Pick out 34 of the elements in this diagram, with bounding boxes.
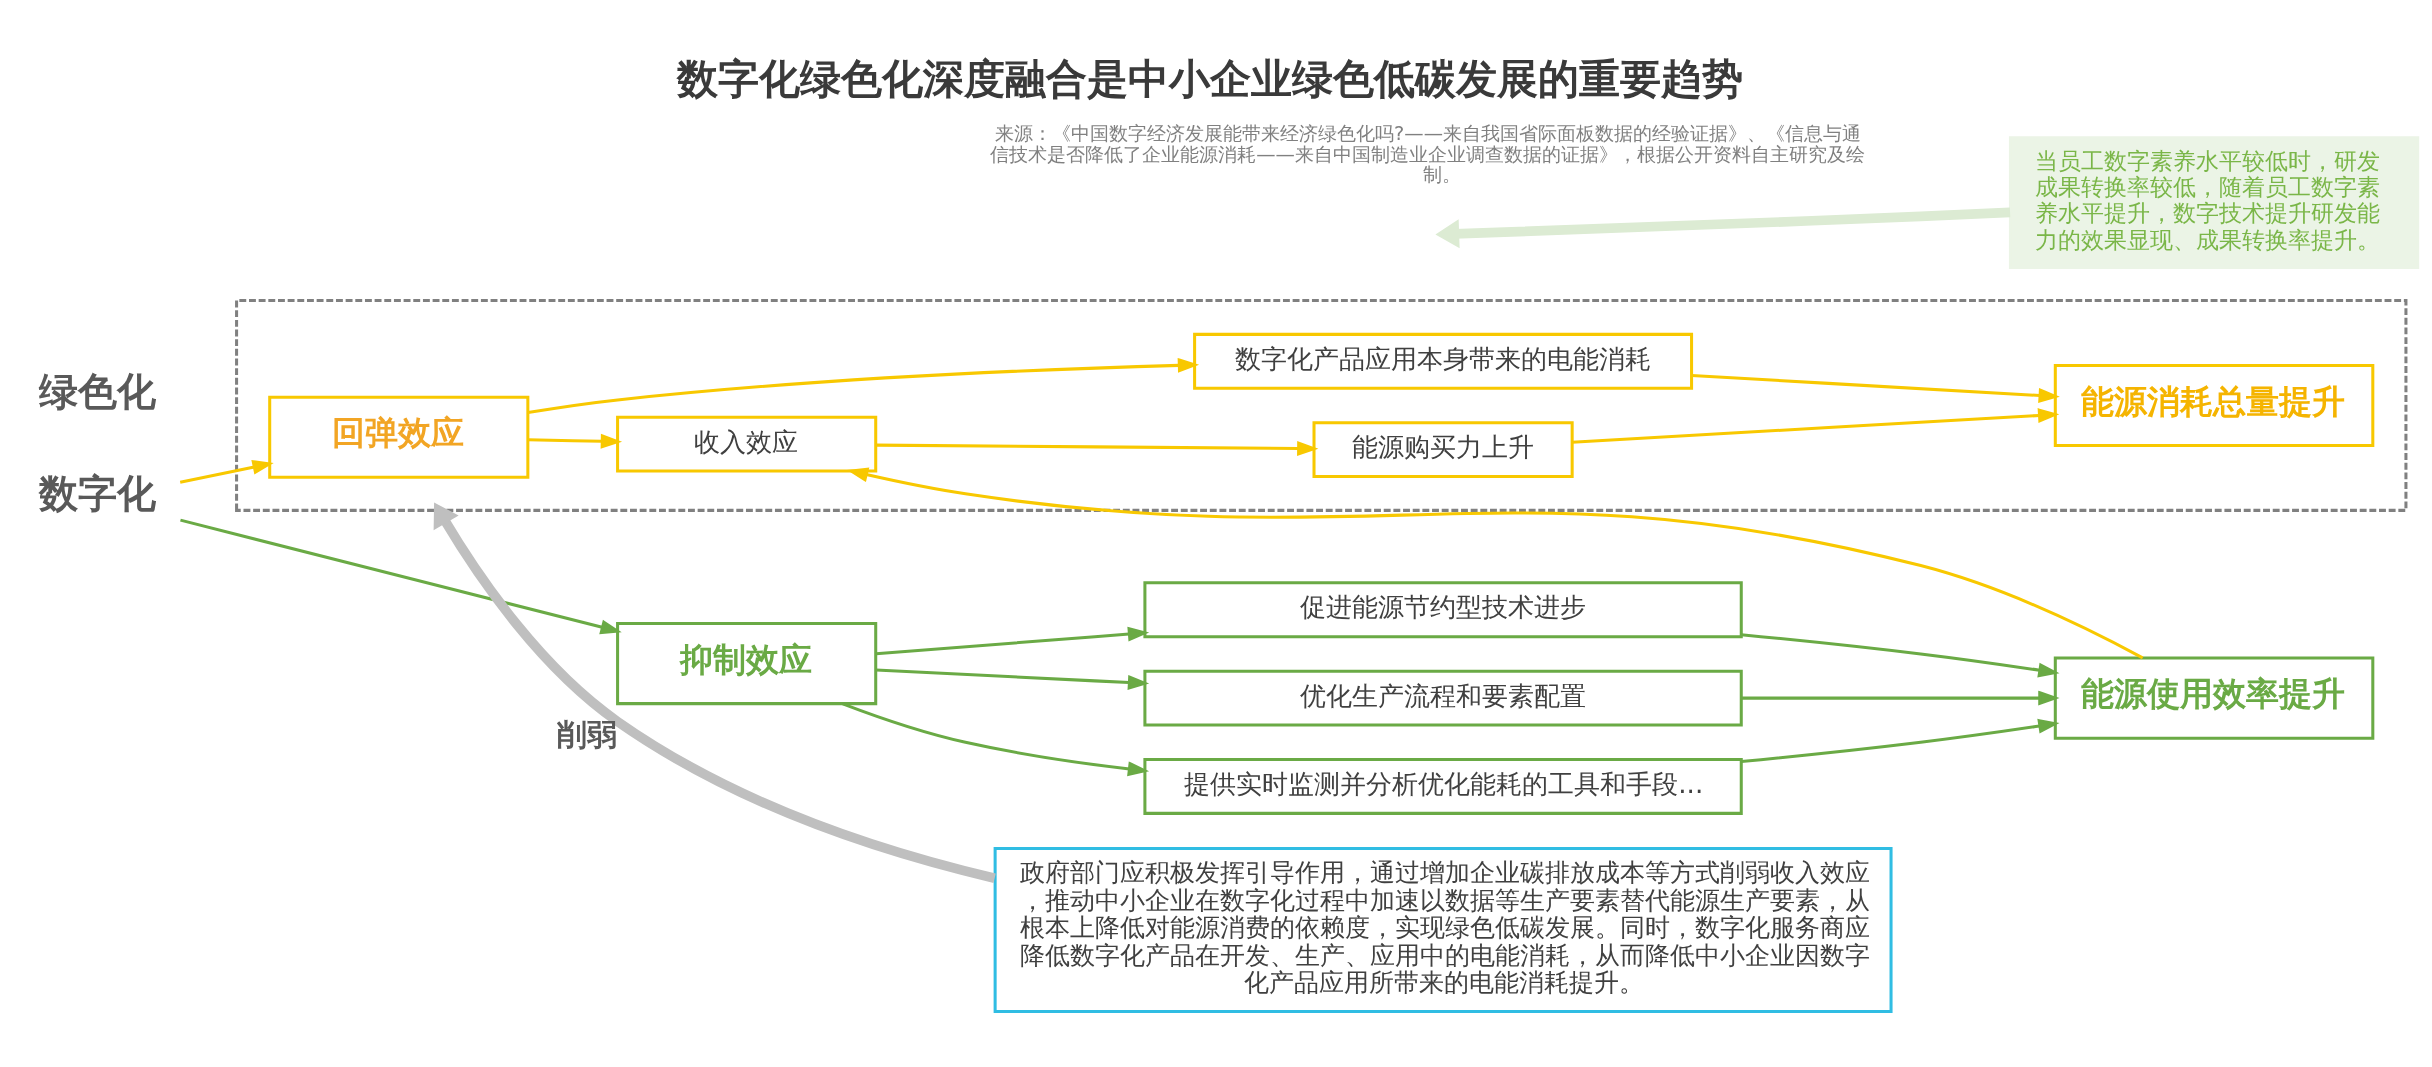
arrow	[1741, 718, 2060, 764]
diagram-title: 数字化绿色化深度融合是中小企业绿色低碳发展的重要趋势	[676, 54, 1743, 103]
arrow	[527, 357, 1200, 415]
node-box: 优化生产流程和要素配置	[1143, 669, 1743, 727]
arrow	[876, 441, 1319, 456]
node-box: 能源购买力上升	[1312, 421, 1574, 479]
arrow	[1572, 408, 2060, 444]
node-box: 促进能源节约型技术进步	[1143, 581, 1743, 639]
arrow	[876, 668, 1150, 690]
arrow	[846, 467, 2144, 660]
arrow	[433, 502, 996, 883]
edge-label: 削弱	[556, 716, 617, 752]
caption: 来源：《中国数字经济发展能带来经济绿色化吗?——来自我国省际面板数据的经验证据》、《信息与通信技术是否降低了企业能源消耗——来自中国制造业企业调查数据的证据》，根据公开资料自主研究及绘制。	[990, 122, 1865, 187]
arrow	[1741, 690, 2060, 706]
node-box: 收入效应	[616, 415, 878, 473]
arrow	[179, 459, 274, 484]
arrow	[842, 702, 1150, 777]
arrow	[1741, 633, 2060, 678]
node-box: 提供实时监测并分析优化能耗的工具和手段...	[1143, 758, 1743, 815]
label: 绿色化	[39, 369, 157, 415]
node-box: 政府部门应积极发挥引导作用，通过增加企业碳排放成本等方式削弱收入效应，推动中小企业在数字化过程中加速以数据等生产要素替代能源生产要素，从根本上降低对能源消费的依赖度，实现绿色低碳发展。同时，数字化服务商应降低数字化产品在开发、生产、应用中的电能消耗，从而降低中小企业因数字化产品应用所带来的电能消耗提升。	[993, 847, 1893, 1013]
node-box: 当员工数字素养水平较低时，研发成果转换率较低，随着员工数字素养水平提升，数字技术提升研发能力的效果显现、成果转换率提升。	[2008, 136, 2420, 269]
arrow	[1435, 207, 2011, 249]
arrow	[1691, 374, 2060, 403]
arrow	[528, 433, 623, 449]
node-box: 数字化产品应用本身带来的电能消耗	[1193, 332, 1694, 390]
node-box: 抑制效应	[616, 622, 878, 706]
node-box: 能源消耗总量提升	[2053, 363, 2375, 447]
node-box: 回弹效应	[268, 395, 530, 479]
cluster	[235, 299, 2408, 512]
arrow	[180, 518, 622, 635]
node-text: 数字化	[39, 471, 157, 517]
arrow	[875, 626, 1150, 656]
node-box: 能源使用效率提升	[2053, 656, 2375, 740]
